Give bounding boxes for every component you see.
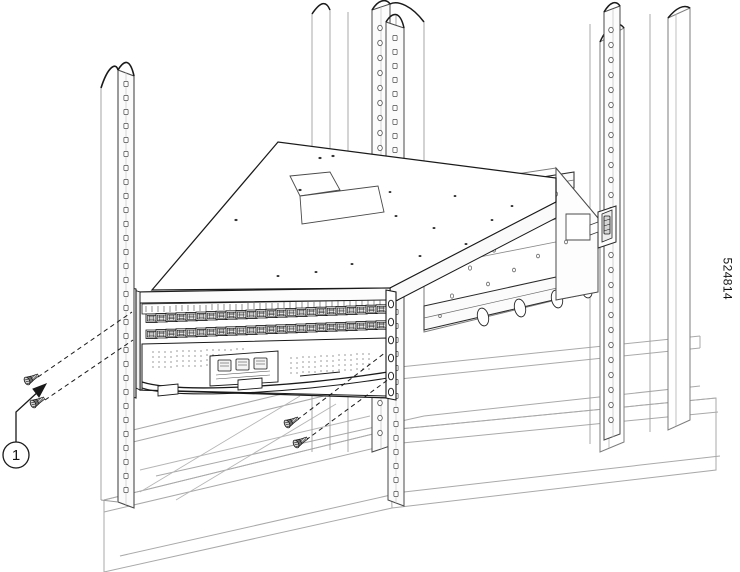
chassis-bottom-handle-bar (141, 371, 389, 397)
rear-rail-latch-bracket (589, 205, 617, 249)
chassis-top-access-panel (289, 171, 385, 225)
callout-1-leader (15, 389, 41, 442)
screw-front-left-lower (28, 394, 47, 410)
chassis-lower-vent-right (290, 353, 370, 374)
front-left-post (100, 61, 135, 509)
callout-1: 1 (2, 383, 48, 469)
callout-1-number: 1 (12, 447, 20, 464)
rack-base-frame (103, 385, 721, 572)
left-screw-path-upper (37, 311, 133, 378)
chassis-center-module (209, 350, 279, 387)
network-switch-chassis (133, 141, 557, 399)
right-screw-path-lower (305, 378, 390, 441)
screw-front-left-upper (22, 371, 41, 387)
dashed-install-paths (37, 311, 390, 441)
screw-front-right-lower (291, 434, 310, 450)
far-post-b (667, 5, 691, 431)
left-screw-path-lower (44, 339, 134, 401)
callout-1-arrowhead (32, 383, 48, 398)
rack-bay-guidelines (139, 395, 371, 501)
chassis-mounting-ear-right (385, 289, 397, 401)
callout-1-circle (2, 441, 30, 469)
figure-id-label: 524814 (720, 257, 734, 300)
right-screw-path-upper (296, 351, 387, 421)
